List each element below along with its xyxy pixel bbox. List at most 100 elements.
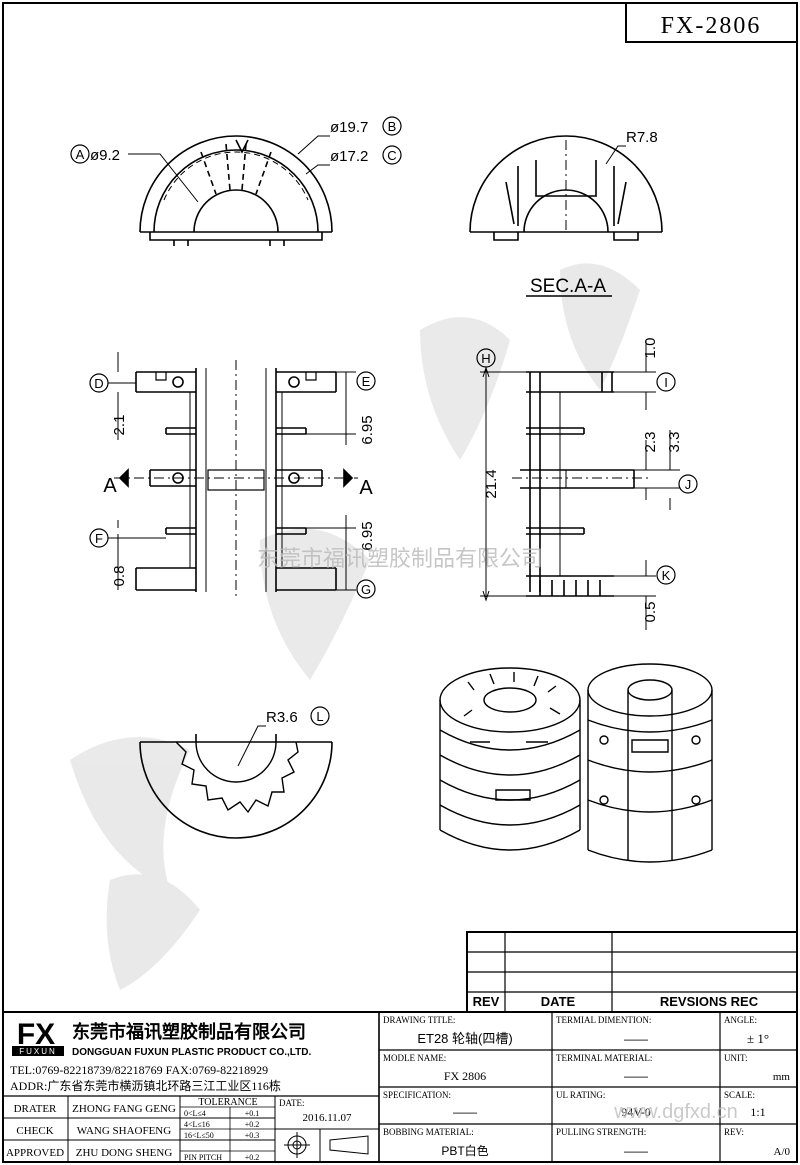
section-callouts: R7.8 SEC.A-A	[526, 129, 658, 297]
isometric-view-right	[587, 663, 713, 863]
callout-letter-a: A	[76, 147, 85, 162]
front-dim-0-8: 0.8	[111, 566, 128, 587]
top-view	[139, 135, 333, 246]
tolerance-value-3: +0.3	[245, 1131, 260, 1140]
side-letter-k: K	[662, 568, 671, 583]
callout-value-a: ø9.2	[90, 147, 120, 164]
front-letter-f: F	[95, 531, 103, 546]
check-name: WANG SHAOFENG	[77, 1125, 171, 1137]
scale-label: SCALE:	[724, 1090, 755, 1100]
callout-value-c: ø17.2	[330, 148, 368, 165]
drawing-title-label: DRAWING TITLE:	[383, 1015, 455, 1025]
tolerance-range-1: 0<L≤4	[184, 1109, 206, 1118]
drawing-title-value: ET28 轮轴(四槽)	[417, 1031, 512, 1046]
angle-value: ± 1°	[747, 1031, 769, 1046]
front-letter-g: G	[361, 582, 371, 597]
bottom-radius: R3.6	[266, 709, 298, 726]
logo-mark: FX	[17, 1018, 55, 1051]
side-view-dims: H I J K 21.4 1.0 2.3 3.3 0.5	[476, 338, 698, 630]
side-view	[512, 371, 648, 597]
tolerance-range-2: 4<L≤16	[184, 1120, 210, 1129]
company-logo: FX FUXUN	[12, 1018, 64, 1056]
bobbing-material-value: PBT白色	[441, 1143, 488, 1158]
side-dim-0-5: 0.5	[642, 602, 659, 623]
front-letter-d: D	[94, 376, 103, 391]
date-label: DATE:	[279, 1098, 305, 1108]
tolerance-value-2: +0.2	[245, 1120, 260, 1129]
top-view-callouts: A ø9.2 B ø19.7 C ø17.2	[70, 116, 402, 203]
front-dim-6-95-top: 6.95	[359, 415, 376, 444]
pulling-strength-label: PULLING STRENGTH:	[556, 1127, 646, 1137]
tolerance-value-1: +0.1	[245, 1109, 260, 1118]
section-radius: R7.8	[626, 129, 658, 146]
model-name-value: FX 2806	[444, 1069, 486, 1083]
side-dim-3-3: 3.3	[666, 432, 683, 453]
bobbing-material-label: BOBBING MATERIAL:	[383, 1127, 474, 1137]
rev-label: REV:	[724, 1127, 744, 1137]
approved-name: ZHU DONG SHENG	[76, 1147, 173, 1159]
date-value: 2016.11.07	[302, 1112, 352, 1124]
terminal-dimension-value: ——	[624, 1032, 648, 1046]
tolerance-title: TOLERANCE	[198, 1097, 257, 1108]
bottom-view-callouts: R3.6 L	[237, 706, 330, 767]
tolerance-range-4: PIN PITCH	[184, 1153, 222, 1162]
side-letter-i: I	[664, 375, 668, 390]
tolerance-range-3: 16<L≤50	[184, 1131, 214, 1140]
side-letter-j: J	[685, 477, 692, 492]
terminal-material-label: TERMINAL MATERIAL:	[556, 1053, 652, 1063]
site-watermark: www.dgfxd.cn	[613, 1101, 737, 1123]
company-tel: TEL:0769-82218739/82218769 FAX:0769-8221…	[10, 1063, 268, 1077]
section-view	[469, 135, 663, 241]
tolerance-value-4: +0.2	[245, 1153, 260, 1162]
side-dim-21-4: 21.4	[483, 469, 500, 498]
front-dim-2-1: 2.1	[111, 415, 128, 436]
callout-value-b: ø19.7	[330, 119, 368, 136]
section-mark-right: A	[359, 477, 373, 499]
check-role: CHECK	[16, 1125, 53, 1137]
isometric-view-left	[439, 667, 581, 851]
revisions-header: REVSIONS REC	[660, 994, 759, 1009]
pulling-strength-value: ——	[624, 1144, 648, 1158]
company-name-cn: 东莞市福讯塑胶制品有限公司	[72, 1021, 306, 1042]
terminal-dimension-label: TERMIAL DIMENTION:	[556, 1015, 651, 1025]
part-number: FX-2806	[661, 13, 762, 39]
section-title: SEC.A-A	[530, 276, 606, 297]
section-mark-left: A	[103, 475, 117, 497]
callout-letter-b: B	[388, 119, 397, 134]
front-letter-e: E	[362, 374, 371, 389]
unit-label: UNIT:	[724, 1053, 748, 1063]
side-dim-1-0: 1.0	[642, 338, 659, 359]
scale-value: 1:1	[750, 1105, 765, 1119]
model-name-label: MODLE NAME:	[383, 1053, 446, 1063]
angle-label: ANGLE:	[724, 1015, 757, 1025]
projection-symbol-icon	[284, 1132, 369, 1158]
drater-role: DRATER	[14, 1103, 57, 1115]
rev-header: REV	[473, 994, 500, 1009]
approved-role: APPROVED	[6, 1147, 64, 1159]
specification-value: ——	[453, 1105, 477, 1119]
company-name-en: DONGGUAN FUXUN PLASTIC PRODUCT CO.,LTD.	[72, 1047, 311, 1058]
bottom-view	[139, 734, 333, 839]
specification-label: SPECIFICATION:	[383, 1090, 451, 1100]
title-block-grid	[3, 1011, 797, 1162]
company-address: ADDR:广东省东莞市横沥镇北环路三江工业区116栋	[10, 1078, 281, 1093]
side-letter-h: H	[481, 351, 490, 366]
ul-rating-label: UL RATING:	[556, 1090, 605, 1100]
bottom-letter-l: L	[316, 709, 323, 724]
watermark-company: 东莞市福讯塑胶制品有限公司	[257, 546, 543, 571]
unit-value: mm	[773, 1071, 791, 1083]
side-dim-2-3: 2.3	[642, 432, 659, 453]
front-view-dims: D E F G 2.1 6.95 6.95 0.8 A A	[89, 352, 376, 599]
front-view	[114, 360, 358, 600]
callout-letter-c: C	[387, 148, 396, 163]
drater-name: ZHONG FANG GENG	[72, 1103, 176, 1115]
terminal-material-value: ——	[624, 1069, 648, 1083]
logo-sub: FUXUN	[19, 1047, 57, 1056]
background-watermark-strokes	[70, 263, 640, 990]
date-header: DATE	[541, 994, 576, 1009]
front-dim-6-95-bottom: 6.95	[359, 521, 376, 550]
part-number-box: FX-2806	[625, 3, 797, 43]
rev-value: A/0	[774, 1146, 791, 1158]
